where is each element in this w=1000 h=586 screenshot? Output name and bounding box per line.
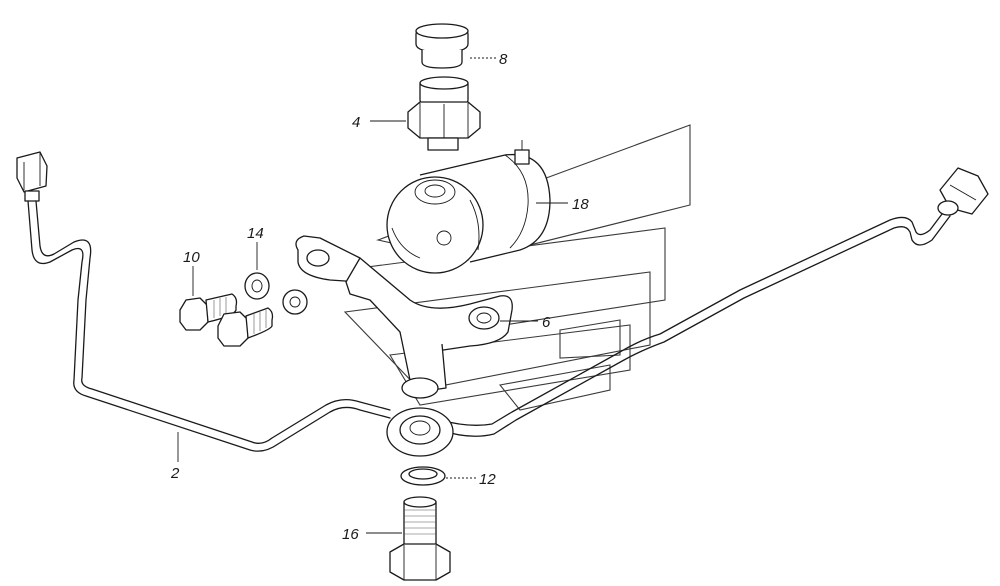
banjo-fitting [386,407,454,457]
callout-10: 10 [183,249,200,266]
sealing-washer [400,466,446,486]
leader-lines [177,57,568,534]
pressure-sensor [407,76,481,151]
banjo-bolt [389,496,451,581]
callout-2: 2 [170,465,180,482]
solenoid-valve [386,140,551,274]
bracket [295,235,513,399]
callout-6: 6 [542,314,551,331]
callout-12: 12 [479,471,496,488]
bolt-lower [217,307,274,347]
fuel-pipe [16,151,989,452]
plug-cap [415,23,469,69]
callout-4: 4 [352,114,360,131]
callout-18: 18 [572,196,589,213]
right-union-nut [937,167,989,216]
callout-16: 16 [342,526,359,543]
callout-labels: 8 4 18 14 10 6 2 12 16 [170,51,589,543]
spring-washer [244,272,270,300]
callout-8: 8 [499,51,508,68]
flat-washer [282,289,308,315]
left-union-nut [16,151,48,202]
callout-14: 14 [247,225,264,242]
